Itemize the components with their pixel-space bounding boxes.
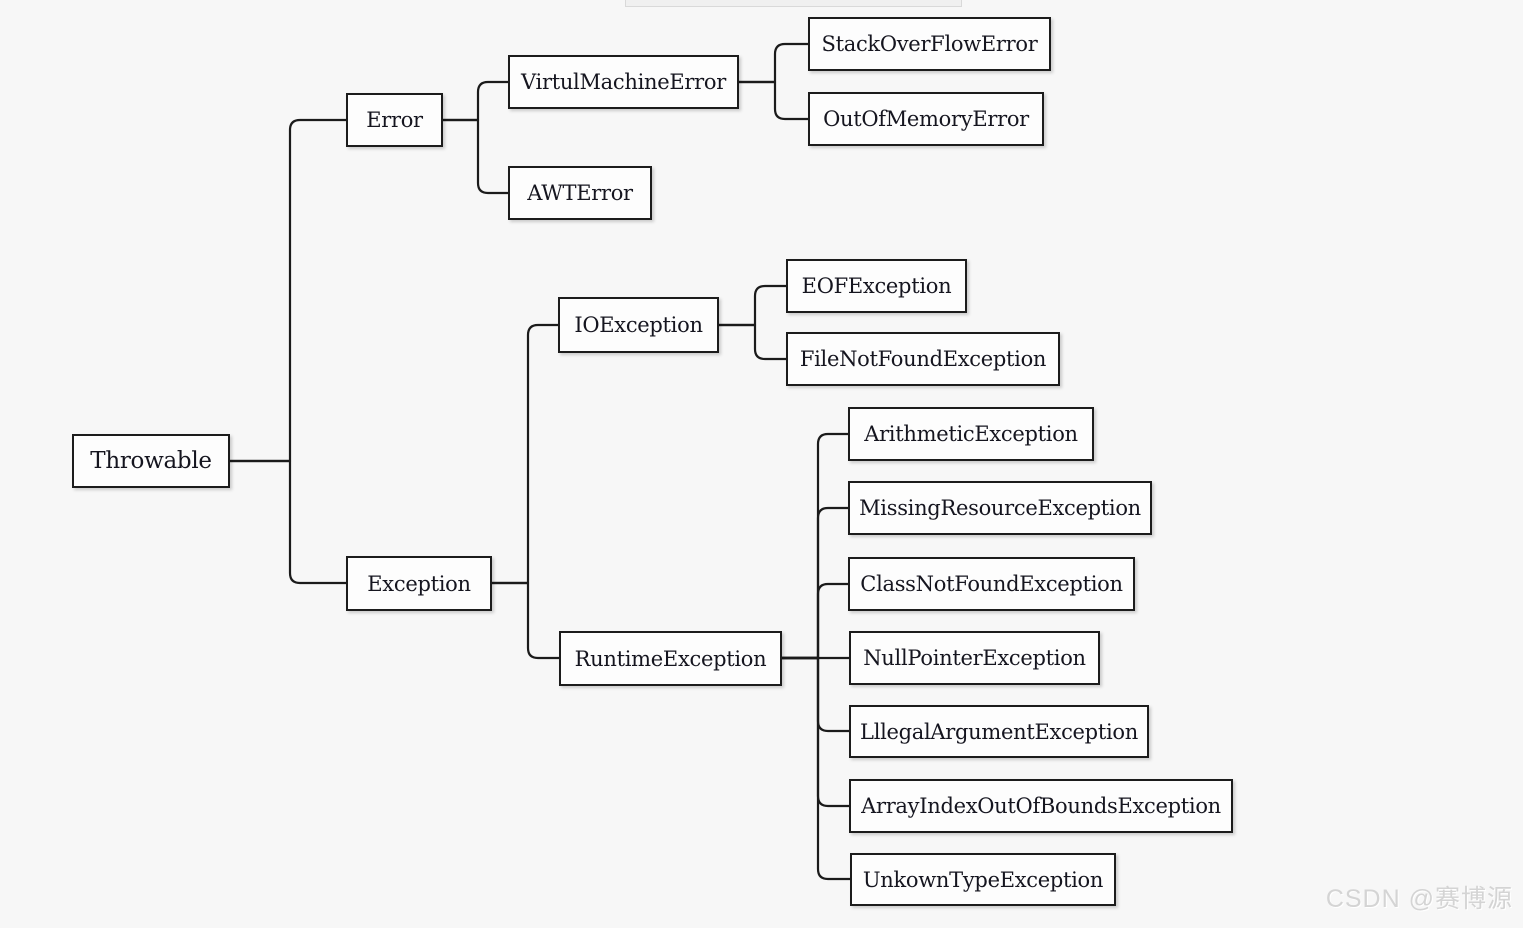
node-label: VirtulMachineError [521, 70, 726, 94]
node-label: FileNotFoundException [799, 347, 1047, 371]
node-class-not-found-exception: ClassNotFoundException [848, 557, 1135, 611]
node-array-index-out-of-bounds-exception: ArrayIndexOutOfBoundsException [849, 779, 1233, 833]
node-label: EOFException [801, 274, 952, 298]
node-label: StackOverFlowError [821, 32, 1038, 56]
node-label: ArrayIndexOutOfBoundsException [861, 794, 1221, 818]
node-out-of-memory-error: OutOfMemoryError [808, 92, 1044, 146]
node-lllegal-argument-exception: LllegalArgumentException [849, 705, 1149, 758]
edge-exception-runtime [492, 581, 559, 660]
edge-error-virtualmachine [443, 80, 508, 122]
node-label: RuntimeException [574, 646, 767, 671]
node-missing-resource-exception: MissingResourceException [848, 481, 1152, 535]
node-runtime-exception: RuntimeException [559, 631, 782, 686]
node-io-exception: IOException [558, 297, 719, 353]
node-null-pointer-exception: NullPointerException [849, 631, 1100, 685]
node-file-not-found-exception: FileNotFoundException [786, 332, 1060, 386]
node-exception: Exception [346, 556, 492, 611]
node-label: ClassNotFoundException [860, 572, 1123, 596]
edge-vm-outofmemory [739, 80, 808, 121]
edge-error-awt [443, 118, 508, 195]
node-arithmetic-exception: ArithmeticException [848, 407, 1094, 461]
node-label: OutOfMemoryError [823, 107, 1029, 131]
node-throwable: Throwable [72, 434, 230, 488]
edge-throwable-error [230, 118, 346, 463]
node-label: ArithmeticException [864, 422, 1078, 446]
node-label: NullPointerException [863, 646, 1086, 670]
node-virtual-machine-error: VirtulMachineError [508, 55, 739, 109]
node-label: Throwable [90, 448, 212, 474]
edge-runtime-lllegalargument [782, 656, 849, 733]
node-eof-exception: EOFException [786, 259, 967, 313]
edge-runtime-classnotfound [782, 582, 848, 660]
edge-throwable-exception [230, 459, 346, 585]
node-label: Exception [367, 571, 471, 596]
edge-runtime-arithmetic [782, 432, 848, 660]
edge-vm-stackoverflow [739, 42, 808, 84]
csdn-watermark: CSDN @赛博源 [1325, 885, 1513, 913]
cropped-box-remnant [625, 0, 962, 7]
edge-io-filenotfound [719, 323, 786, 361]
node-label: Error [366, 108, 423, 132]
node-label: AWTError [527, 181, 633, 205]
edge-exception-io [492, 323, 558, 585]
node-unkown-type-exception: UnkownTypeException [850, 853, 1116, 906]
node-label: IOException [574, 313, 703, 337]
node-error: Error [346, 93, 443, 147]
edge-io-eof [719, 284, 786, 327]
node-stack-overflow-error: StackOverFlowError [808, 17, 1051, 71]
node-label: MissingResourceException [859, 496, 1141, 520]
node-label: UnkownTypeException [862, 867, 1104, 892]
edge-runtime-missingresource [782, 506, 848, 660]
edge-runtime-unkowntype [782, 656, 850, 881]
node-awt-error: AWTError [508, 166, 652, 220]
node-label: LllegalArgumentException [860, 719, 1138, 744]
